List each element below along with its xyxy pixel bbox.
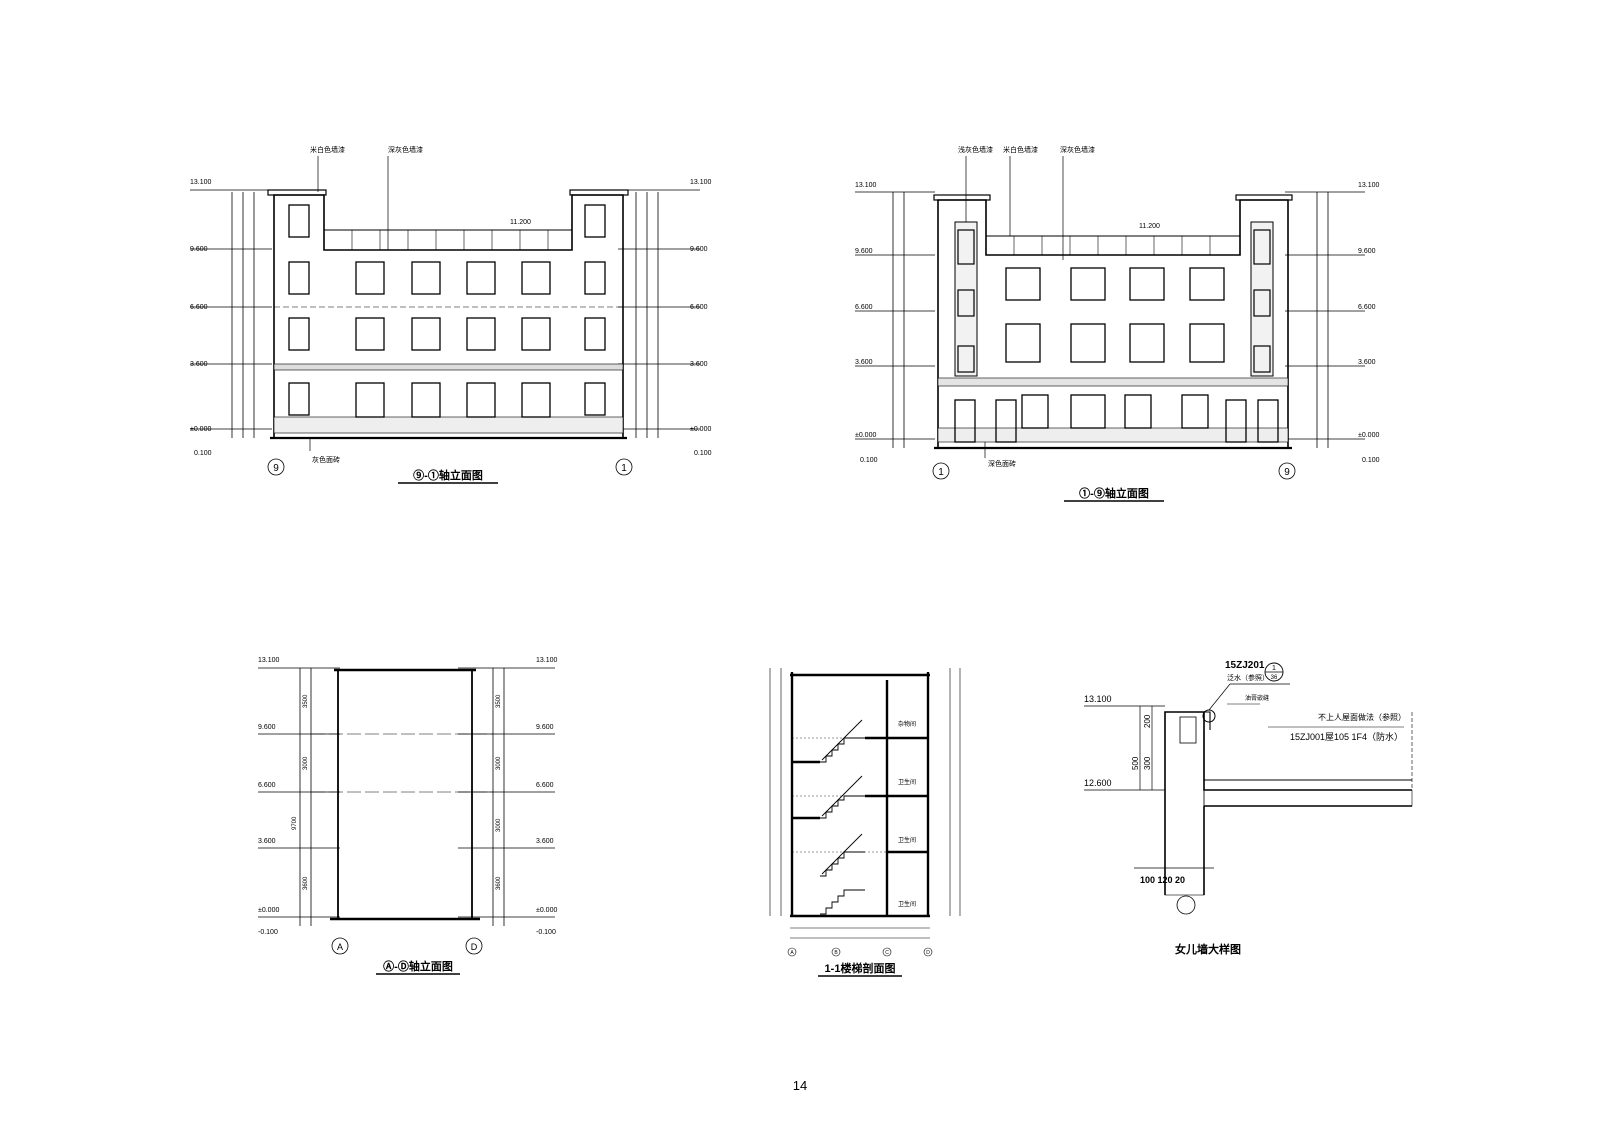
label-light-grey: 浅灰色墙漆 [958,145,993,154]
dim-text: 3000 [303,756,309,770]
axis-bubble: B [834,950,838,956]
elevation-1-9: 浅灰色墙漆 米白色墙漆 深灰色墙漆 11.200 深色面砖 13.100 9.6… [855,145,1380,502]
label-dark-grey: 深灰色墙漆 [388,145,423,154]
level-right: 6.600 [536,782,554,789]
ref-code: 15ZJ201 [1225,660,1265,671]
level-top: 13.100 [1084,694,1112,704]
level-left: 13.100 [855,182,877,189]
dim-text: 3600 [303,876,309,890]
level-left: 0.100 [194,450,212,457]
elevation-title: Ⓐ-Ⓓ轴立面图 [383,959,453,973]
elevation-title: ⑨-①轴立面图 [413,468,483,482]
axis-bubble-left: 9 [273,463,279,474]
dim-text: 3500 [303,694,309,708]
elevation-title: ①-⑨轴立面图 [1079,486,1149,500]
level-right: -0.100 [536,929,556,936]
ref-note: 泛水（参照） [1227,673,1269,682]
level-right: 3.600 [690,361,708,368]
elevation-9-1: 米白色墙漆 深灰色墙漆 11.200 灰色面砖 13.100 9.600 6.6… [190,145,712,484]
level-right: 9.600 [1358,248,1376,255]
level-right: 13.100 [690,179,712,186]
dim-bottom: 100 120 20 [1140,875,1185,885]
parapet-detail: 15ZJ201 1 36 泛水（参照） 油膏嵌缝 不上人屋面做法（参照） 15Z… [1084,660,1413,956]
level-right: ±0.000 [690,426,711,433]
stair-section: 杂物间 卫生间 卫生间 卫生间 A B C D 1-1楼梯剖面图 [769,668,961,977]
label-grey-tile: 灰色面砖 [312,455,340,464]
level-left: ±0.000 [855,432,876,439]
level-right: 13.100 [1358,182,1380,189]
level-left: 0.100 [860,457,878,464]
ref-page: 36 [1271,675,1278,681]
room-label: 杂物间 [898,720,916,728]
level-right: 3.600 [536,838,554,845]
level-left: 6.600 [190,304,208,311]
page-number: 14 [793,1078,807,1093]
level-bottom: 12.600 [1084,778,1112,788]
label-rice-white: 米白色墙漆 [310,145,345,154]
level-right: 6.600 [1358,304,1376,311]
level-left: ±0.000 [190,426,211,433]
roof-note-2: 15ZJ001屋105 1F4（防水） [1290,731,1403,742]
axis-bubble: A [790,950,794,956]
level-left: 3.600 [258,838,276,845]
dim-200: 200 [1143,714,1152,728]
ref-num: 1 [1272,665,1276,672]
level-left: ±0.000 [258,907,279,914]
room-label: 卫生间 [898,778,916,786]
axis-bubble-right: 9 [1284,467,1290,478]
elevation-a-d: 13.100 9.600 6.600 3.600 ±0.000 -0.100 1… [258,657,558,975]
label-rice-white: 米白色墙漆 [1003,145,1038,154]
dim-text: 9700 [292,816,298,830]
dim-text: 3000 [496,756,502,770]
axis-bubble-right: D [471,942,478,952]
level-right: 9.600 [536,724,554,731]
level-right: 6.600 [690,304,708,311]
level-right: 13.100 [536,657,558,664]
level-right: 9.600 [690,246,708,253]
dim-text: 3000 [496,818,502,832]
level-left: -0.100 [258,929,278,936]
level-left: 13.100 [190,179,212,186]
detail-title: 女儿墙大样图 [1175,942,1241,956]
axis-bubble: C [885,950,889,956]
dim-text: 3500 [496,694,502,708]
level-right: 0.100 [694,450,712,457]
level-right: ±0.000 [1358,432,1379,439]
level-left: 9.600 [190,246,208,253]
label-dark-grey: 深灰色墙漆 [1060,145,1095,154]
label-dark-tile: 深色面砖 [988,459,1016,468]
dim-text: 3600 [496,876,502,890]
parapet-level: 11.200 [510,219,531,226]
room-label: 卫生间 [898,836,916,844]
dim-300: 300 [1143,756,1152,770]
level-right: ±0.000 [536,907,557,914]
parapet-level: 11.200 [1139,223,1160,230]
axis-bubble: D [926,950,930,956]
dim-500: 500 [1131,756,1140,770]
axis-bubble-left: A [337,942,343,952]
room-label: 卫生间 [898,900,916,908]
level-left: 3.600 [855,359,873,366]
level-left: 6.600 [258,782,276,789]
level-left: 13.100 [258,657,280,664]
section-title: 1-1楼梯剖面图 [825,961,896,975]
axis-bubble-left: 1 [938,467,944,478]
level-left: 9.600 [855,248,873,255]
roof-note-1: 不上人屋面做法（参照） [1318,712,1406,722]
level-left: 3.600 [190,361,208,368]
level-left: 6.600 [855,304,873,311]
axis-bubble-right: 1 [621,463,627,474]
level-right: 0.100 [1362,457,1380,464]
level-right: 3.600 [1358,359,1376,366]
level-left: 9.600 [258,724,276,731]
drip-note: 油膏嵌缝 [1245,694,1269,702]
